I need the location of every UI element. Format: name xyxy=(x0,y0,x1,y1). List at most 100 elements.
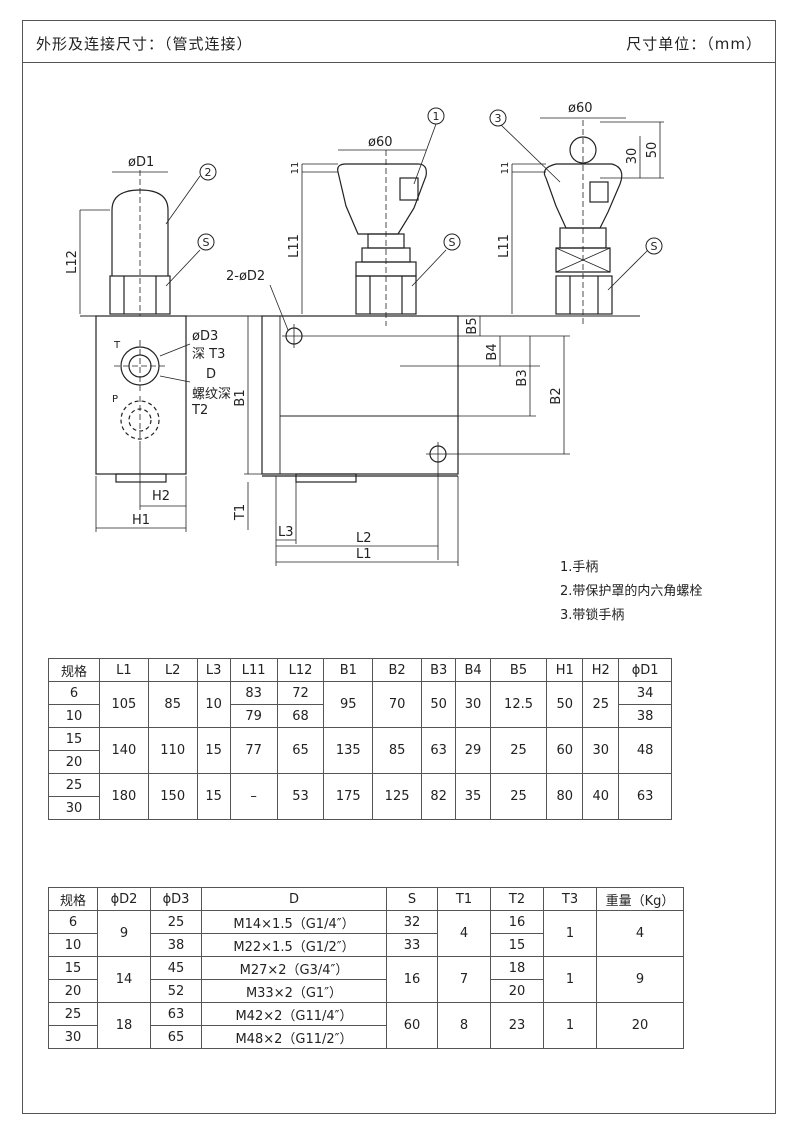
table-cell: 83 xyxy=(229,681,278,705)
table-cell: 40 xyxy=(582,773,620,820)
table-cell: 25 xyxy=(48,1002,98,1026)
table-row: 25 180 150 15 – 53 175 125 82 35 25 80 4… xyxy=(47,773,672,820)
side-view-body xyxy=(95,315,187,475)
table-cell: 79 xyxy=(229,704,278,728)
table-cell: 34 xyxy=(618,681,672,705)
table-header: L3 xyxy=(196,658,231,682)
label-deep-t3: 深 T3 xyxy=(192,347,225,362)
table-header: B4 xyxy=(455,658,491,682)
table-cell: 10 xyxy=(47,704,101,728)
technical-drawing: 2 S 1 S 3 S øD1 ø60 ø60 2-øD2 øD3 深 T3 D… xyxy=(65,101,664,566)
table-cell: 105 xyxy=(99,681,149,728)
table-cell: 1 xyxy=(543,956,597,1003)
table-cell: 82 xyxy=(420,773,457,820)
table-cell: 33 xyxy=(386,933,438,957)
label-l3: L3 xyxy=(278,525,294,540)
table-header: L11 xyxy=(229,658,278,682)
table-header: L1 xyxy=(99,658,149,682)
table-row: 6 105 85 10 83 72 95 70 50 30 12.5 50 25… xyxy=(47,681,672,728)
table-header: S xyxy=(386,887,438,911)
dimension-table-2: 规格 ϕD2 ϕD3 D S T1 T2 T3 重量（Kg） 6 9 25 M1… xyxy=(48,887,684,1049)
table-row: 6 9 25 M14×1.5（G1/4″） 32 4 16 1 4 xyxy=(48,910,684,957)
table-header: 规格 xyxy=(47,658,101,682)
table-cell: 85 xyxy=(372,727,422,774)
table-header: B1 xyxy=(323,658,374,682)
table-header: B5 xyxy=(489,658,548,682)
page-frame xyxy=(22,20,776,1114)
table-cell: 16 xyxy=(490,910,544,934)
label-phi-d3: øD3 xyxy=(192,329,218,344)
label-l1: L1 xyxy=(356,547,372,562)
table-cell: 60 xyxy=(386,1002,438,1049)
table-cell: M27×2（G3/4″） xyxy=(201,956,387,980)
label-l2: L2 xyxy=(356,531,372,546)
table-header: B2 xyxy=(372,658,422,682)
callout-s-2: S xyxy=(449,236,456,249)
table-cell: 70 xyxy=(372,681,422,728)
table-cell: 38 xyxy=(150,933,202,957)
table-cell: – xyxy=(229,773,278,820)
table-row: 20 52 M33×2（G1″） 20 xyxy=(48,979,684,1003)
table-header: ϕD2 xyxy=(97,887,151,911)
page-title: 外形及连接尺寸：（管式连接） xyxy=(36,35,253,53)
table-cell: 20 xyxy=(596,1002,684,1049)
table-cell: 16 xyxy=(386,956,438,1003)
table-cell: 50 xyxy=(546,681,584,728)
note-1: 1.手柄 xyxy=(560,560,599,575)
table-cell: M42×2（G11/4″） xyxy=(201,1002,387,1026)
side-view-foot xyxy=(115,473,167,483)
handle-3-locking xyxy=(543,163,623,229)
table-header: 重量（Kg） xyxy=(596,887,684,911)
table-cell: 140 xyxy=(99,727,149,774)
callout-s-3: S xyxy=(651,240,658,253)
table-header-row: 规格 ϕD2 ϕD3 D S T1 T2 T3 重量（Kg） xyxy=(48,887,684,911)
table-cell: 15 xyxy=(490,933,544,957)
label-h2: H2 xyxy=(152,489,170,504)
table-row: 25 18 63 M42×2（G11/4″） 60 8 23 1 20 xyxy=(48,1002,684,1049)
table-header: H1 xyxy=(546,658,584,682)
table-cell: 23 xyxy=(490,1002,544,1049)
label-b3: B3 xyxy=(515,369,530,386)
table-cell: 6 xyxy=(48,910,98,934)
table-cell: 125 xyxy=(372,773,422,820)
callout-s-1: S xyxy=(203,236,210,249)
table-cell: 30 xyxy=(455,681,491,728)
label-t1: T1 xyxy=(233,504,248,521)
table-header: ϕD3 xyxy=(150,887,202,911)
table-cell: 60 xyxy=(546,727,584,774)
table-cell: 135 xyxy=(323,727,374,774)
table-cell: 48 xyxy=(618,727,672,774)
label-phi-60-a: ø60 xyxy=(368,135,393,150)
header-divider xyxy=(22,62,776,63)
table-cell: 72 xyxy=(276,681,325,705)
table-cell: 20 xyxy=(490,979,544,1003)
table-cell: 38 xyxy=(618,704,672,728)
table-cell: 95 xyxy=(323,681,374,728)
label-thread-deep: 螺纹深 xyxy=(192,387,231,402)
table-header: ϕD1 xyxy=(618,658,672,682)
label-l11-b: L11 xyxy=(497,234,512,258)
table-cell: 20 xyxy=(48,979,98,1003)
table-cell: M48×2（G11/2″） xyxy=(201,1025,387,1049)
label-b5: B5 xyxy=(465,317,480,334)
table-cell: 15 xyxy=(48,956,98,980)
table-header: T3 xyxy=(543,887,597,911)
table-cell: M22×1.5（G1/2″） xyxy=(201,933,387,957)
table-row: 15 140 110 15 77 65 135 85 63 29 25 60 3… xyxy=(47,727,672,774)
table-cell: 80 xyxy=(546,773,584,820)
handle-1 xyxy=(337,163,427,235)
label-h1: H1 xyxy=(132,513,150,528)
label-b1: B1 xyxy=(233,389,248,406)
table-row: 10 38 M22×1.5（G1/2″） 33 15 xyxy=(48,933,684,957)
label-phi-d1: øD1 xyxy=(128,155,154,170)
table-cell: 8 xyxy=(437,1002,491,1049)
table-cell: 4 xyxy=(596,910,684,957)
table-cell: 15 xyxy=(196,773,231,820)
table-cell: 14 xyxy=(97,956,151,1003)
table-header: L12 xyxy=(276,658,325,682)
hex-nut-locking xyxy=(555,275,613,315)
label-11-b: 11 xyxy=(500,162,511,175)
table-cell: 52 xyxy=(150,979,202,1003)
table-cell: 68 xyxy=(276,704,325,728)
table-header: L2 xyxy=(147,658,198,682)
